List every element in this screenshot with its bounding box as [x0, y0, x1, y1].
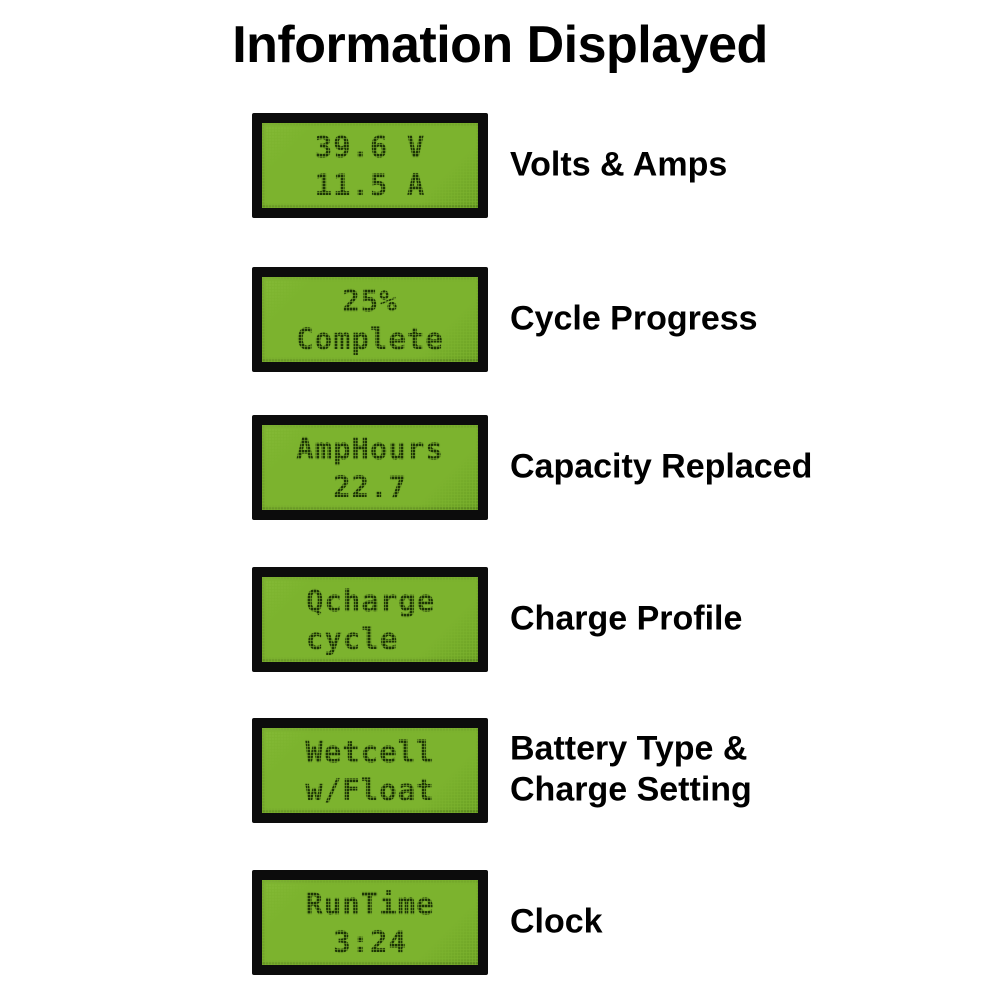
label-line-1: Cycle Progress [510, 299, 758, 338]
label-line-1: Volts & Amps [510, 145, 728, 184]
label-battery-type: Battery Type & Charge Setting [510, 728, 752, 810]
display-row-clock: RunTime 3:24 Clock [252, 870, 992, 975]
display-row-charge-profile: Qcharge cycle Charge Profile [252, 567, 992, 672]
page-title: Information Displayed [232, 16, 768, 74]
lcd-line-1: 25% [342, 284, 398, 318]
label-charge-profile: Charge Profile [510, 598, 742, 639]
label-line-1: Clock [510, 902, 603, 941]
lcd-screen: 25% Complete [262, 277, 478, 362]
lcd-screen: Qcharge cycle [262, 577, 478, 662]
lcd-line-1: 39.6 V [314, 130, 426, 164]
label-line-1: Battery Type & [510, 728, 748, 767]
label-cycle-progress: Cycle Progress [510, 298, 758, 339]
lcd-line-1: AmpHours [296, 432, 444, 466]
lcd-display-capacity-replaced: AmpHours 22.7 [252, 415, 488, 520]
label-clock: Clock [510, 901, 603, 942]
lcd-display-volts-amps: 39.6 V 11.5 A [252, 113, 488, 218]
lcd-screen: 39.6 V 11.5 A [262, 123, 478, 208]
display-row-volts-amps: 39.6 V 11.5 A Volts & Amps [252, 113, 992, 218]
label-capacity-replaced: Capacity Replaced [510, 446, 812, 487]
lcd-screen: RunTime 3:24 [262, 880, 478, 965]
lcd-line-1: RunTime [305, 887, 435, 921]
lcd-line-2: 11.5 A [314, 168, 426, 202]
lcd-line-1: Qcharge [306, 584, 436, 618]
lcd-display-battery-type: Wetcell w/Float [252, 718, 488, 823]
label-line-1: Charge Profile [510, 599, 743, 638]
label-line-1: Capacity Replaced [510, 447, 813, 486]
lcd-line-2: 22.7 [333, 470, 407, 504]
display-row-capacity-replaced: AmpHours 22.7 Capacity Replaced [252, 415, 992, 520]
lcd-screen: AmpHours 22.7 [262, 425, 478, 510]
label-line-2: Charge Setting [510, 769, 752, 808]
lcd-line-2: Complete [296, 322, 444, 356]
lcd-line-2: w/Float [305, 773, 435, 807]
lcd-display-cycle-progress: 25% Complete [252, 267, 488, 372]
label-volts-amps: Volts & Amps [510, 144, 727, 185]
lcd-line-2: cycle [306, 622, 399, 656]
lcd-display-clock: RunTime 3:24 [252, 870, 488, 975]
lcd-line-1: Wetcell [305, 735, 435, 769]
lcd-display-charge-profile: Qcharge cycle [252, 567, 488, 672]
lcd-screen: Wetcell w/Float [262, 728, 478, 813]
display-row-cycle-progress: 25% Complete Cycle Progress [252, 267, 992, 372]
display-row-battery-type: Wetcell w/Float Battery Type & Charge Se… [252, 718, 992, 823]
lcd-line-2: 3:24 [333, 925, 407, 959]
